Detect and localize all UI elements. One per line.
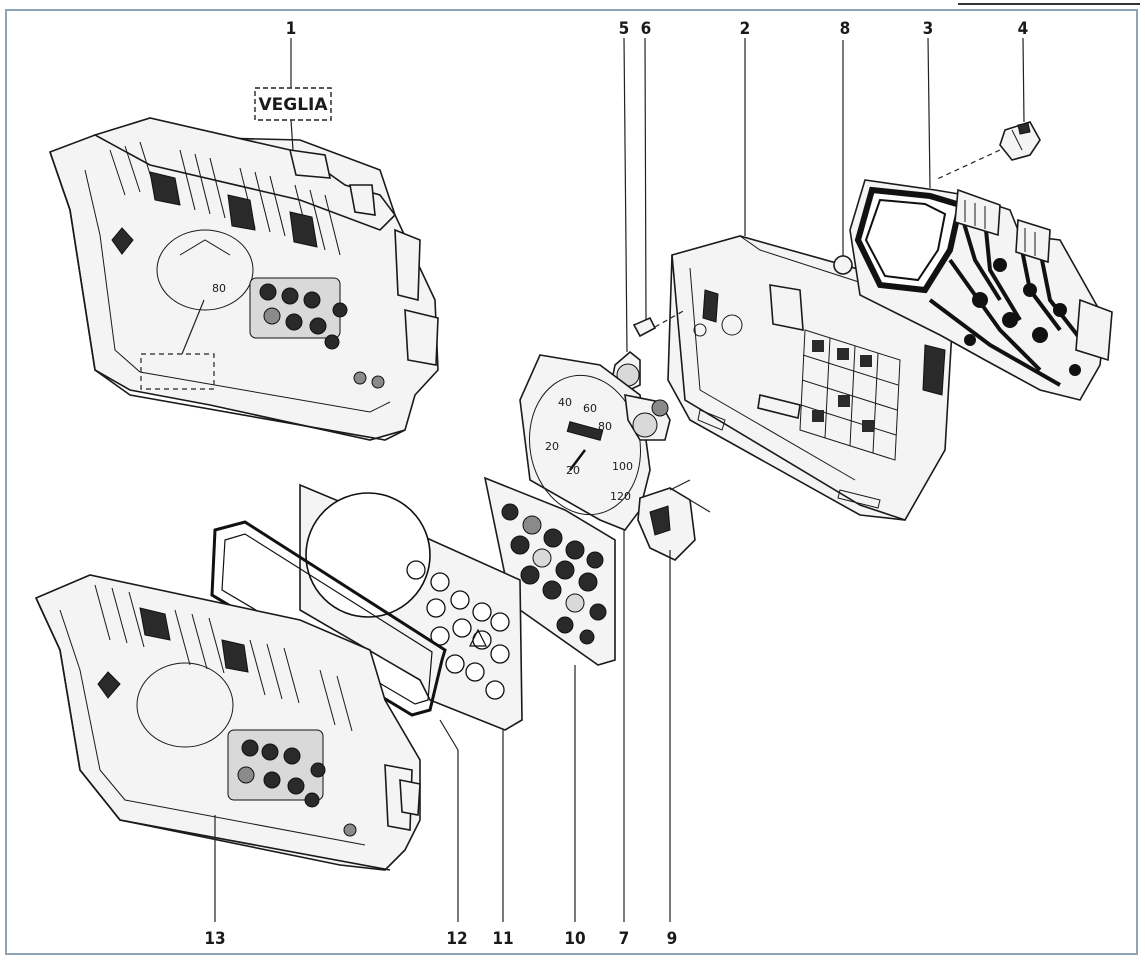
mask-plate-11 — [299, 483, 523, 731]
callout-9: 9 — [667, 929, 678, 949]
small-parts-5-6 — [611, 309, 686, 393]
svg-text:20: 20 — [545, 440, 559, 453]
callout-2: 2 — [740, 19, 751, 39]
instrument-cluster-assembled: 80 — [48, 117, 439, 441]
printed-circuit — [849, 179, 1113, 401]
svg-text:100: 100 — [612, 460, 633, 473]
bulb-holder — [934, 121, 1041, 181]
callout-1: 1 — [286, 19, 297, 39]
callout-7: 7 — [619, 929, 630, 949]
blank-label-box — [140, 353, 215, 390]
front-cover-13 — [34, 574, 421, 871]
svg-text:20: 20 — [566, 464, 580, 477]
brand-label: VEGLIA — [258, 95, 328, 115]
callout-10: 10 — [564, 929, 585, 949]
speedometer: 40 60 80 100 120 20 20 — [519, 354, 671, 531]
callout-4: 4 — [1018, 19, 1029, 39]
svg-text:80: 80 — [598, 420, 612, 433]
svg-text:80: 80 — [212, 282, 226, 295]
warning-panel-10 — [483, 476, 616, 666]
callout-6: 6 — [641, 19, 652, 39]
veglia-label-box: VEGLIA — [254, 87, 332, 151]
callout-11: 11 — [492, 929, 513, 949]
svg-text:40: 40 — [558, 396, 572, 409]
callout-5: 5 — [619, 19, 630, 39]
callout-13: 13 — [204, 929, 225, 949]
callout-numbers: 1 2 3 4 5 6 7 8 9 10 11 12 13 — [204, 19, 1028, 949]
frame-border — [5, 9, 1138, 955]
connector-9 — [637, 479, 711, 561]
callout-8: 8 — [840, 19, 851, 39]
svg-text:120: 120 — [610, 490, 631, 503]
rear-housing — [667, 235, 953, 521]
leader-lines — [214, 37, 1025, 922]
callout-3: 3 — [923, 19, 934, 39]
callout-12: 12 — [446, 929, 467, 949]
svg-text:60: 60 — [583, 402, 597, 415]
bulb — [833, 40, 853, 275]
